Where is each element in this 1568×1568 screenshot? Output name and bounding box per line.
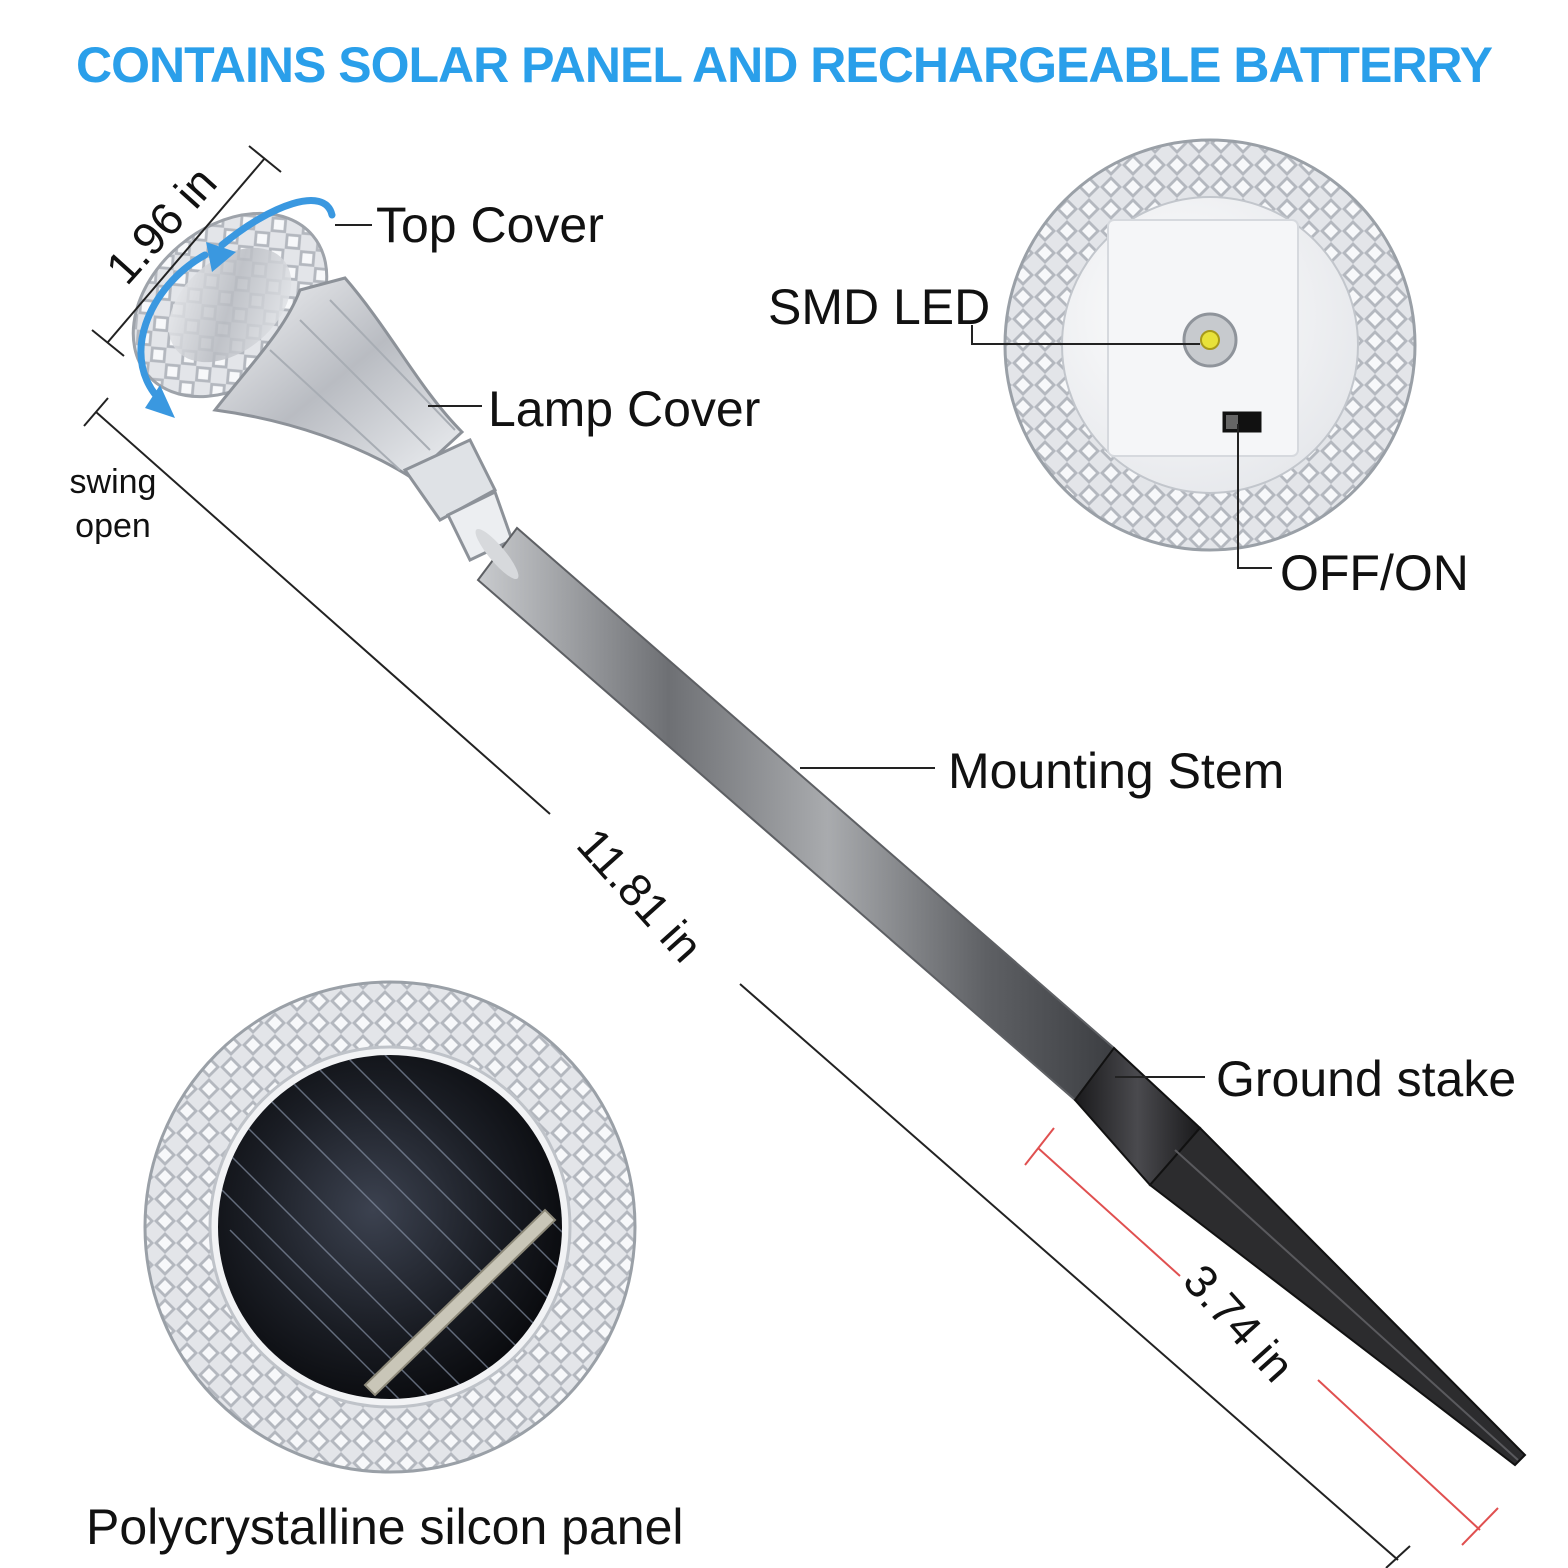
dimension-top-diameter-line — [91, 145, 282, 357]
dimension-stake-length-line — [1024, 1127, 1499, 1546]
label-top-cover: Top Cover — [376, 197, 604, 253]
label-mounting-stem: Mounting Stem — [948, 743, 1285, 799]
switch-icon — [1222, 411, 1262, 433]
mounting-stem — [475, 526, 1116, 1102]
label-swing-open-line2: open — [75, 507, 151, 545]
leader-lines — [335, 224, 1272, 1078]
dimension-total-length-line — [83, 397, 1411, 1568]
ground-stake — [1073, 1046, 1527, 1467]
headline: CONTAINS SOLAR PANEL AND RECHARGEABLE BA… — [75, 37, 1493, 93]
label-solar-panel: Polycrystalline silcon panel — [86, 1499, 684, 1555]
label-lamp-cover: Lamp Cover — [488, 381, 761, 437]
rotate-arrow-icon — [137, 197, 336, 418]
label-swing-open: swing open — [60, 460, 166, 548]
label-swing-open-line1: swing — [69, 463, 157, 501]
label-off-on: OFF/ON — [1280, 545, 1469, 601]
label-ground-stake: Ground stake — [1216, 1051, 1517, 1107]
label-smd-led: SMD LED — [768, 279, 991, 335]
led-icon — [1182, 312, 1238, 368]
solar-panel-view — [143, 980, 637, 1474]
leader-off-on — [1237, 424, 1272, 569]
leader-smd-led — [971, 325, 1200, 345]
lamp-cover — [212, 276, 514, 562]
